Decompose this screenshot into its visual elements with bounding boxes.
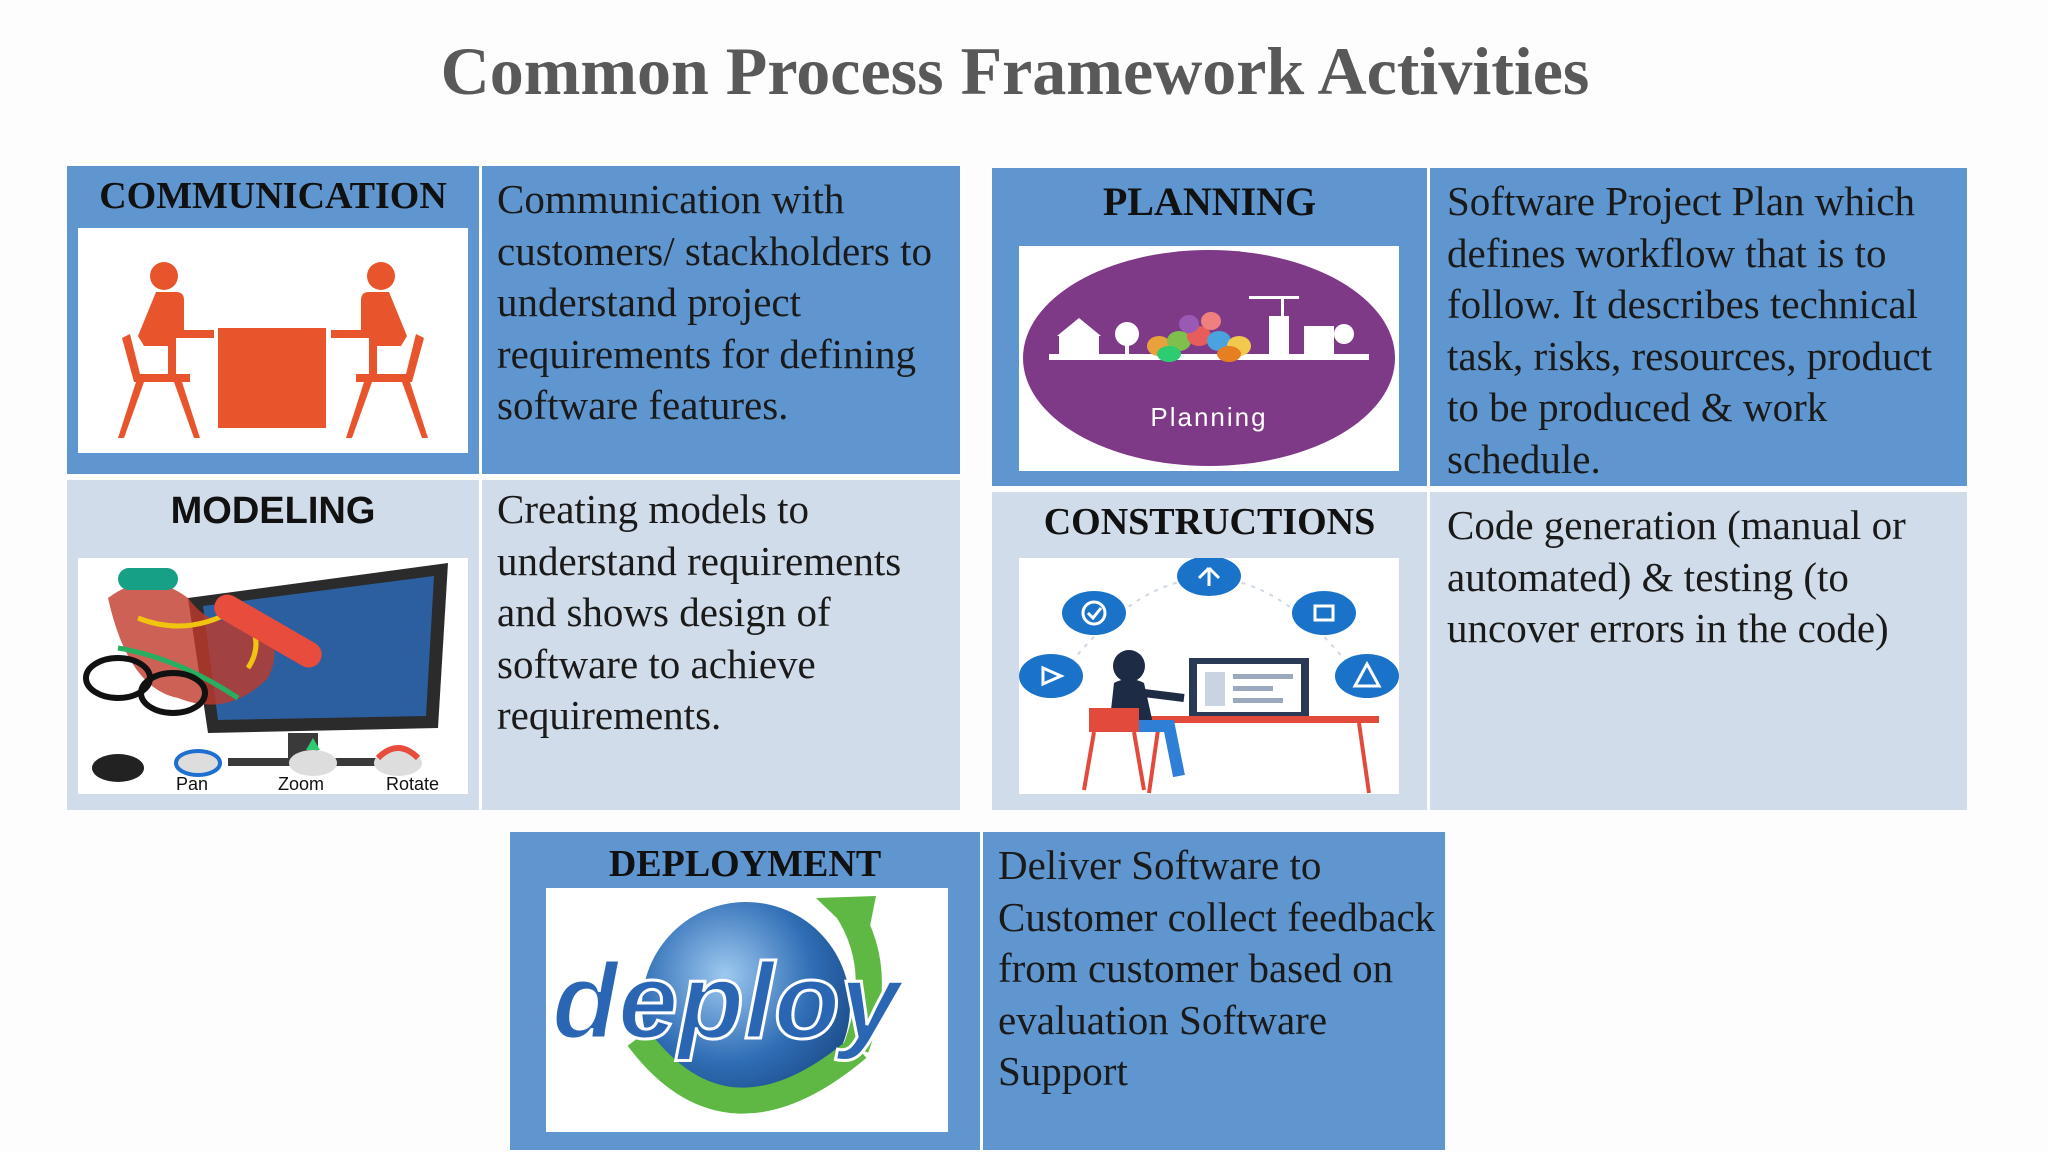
deploy-image-caption: deploy xyxy=(552,940,905,1061)
constructions-cell: CONSTRUCTIONS xyxy=(992,492,1967,810)
developer-icon xyxy=(1019,558,1399,794)
planning-image-caption: Planning xyxy=(1150,402,1267,432)
constructions-heading: CONSTRUCTIONS xyxy=(1043,501,1376,543)
modeling-label-rotate: Rotate xyxy=(386,774,439,794)
deployment-heading: DEPLOYMENT xyxy=(608,843,882,885)
communication-cell: COMMUNICATION Communication with custome… xyxy=(67,166,960,474)
planning-cell: PLANNING xyxy=(992,168,1967,486)
page-title: Common Process Framework Activities xyxy=(440,33,1590,109)
planning-icon: Planning xyxy=(1019,246,1399,471)
modeling-label-zoom: Zoom xyxy=(278,774,324,794)
modeling-cell: MODELING Pan Zoom Rotate xyxy=(67,480,960,810)
constructions-description: Code generation (manual or automated) & … xyxy=(1447,502,1906,651)
modeling-icon: Pan Zoom Rotate xyxy=(78,558,468,794)
modeling-label-pan: Pan xyxy=(176,774,208,794)
communication-heading: COMMUNICATION xyxy=(99,175,447,217)
deployment-description: Deliver Software to Customer collect fee… xyxy=(998,842,1436,1094)
deployment-cell: DEPLOYMENT deploy Deliver Software to Cu… xyxy=(510,832,1445,1150)
modeling-description: Creating models to understand requiremen… xyxy=(497,486,902,738)
deploy-icon: deploy xyxy=(546,888,948,1132)
modeling-heading: MODELING xyxy=(170,490,376,532)
planning-description: Software Project Plan which defines work… xyxy=(1447,178,1933,482)
meeting-icon xyxy=(78,228,468,453)
communication-description: Communication with customers/ stackholde… xyxy=(497,176,932,428)
planning-heading: PLANNING xyxy=(1102,179,1317,224)
